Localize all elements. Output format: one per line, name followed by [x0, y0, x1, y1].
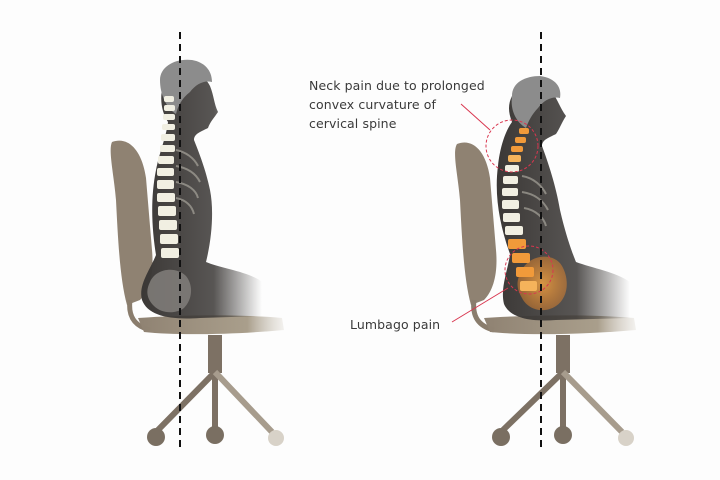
- left-chair-base: [147, 335, 284, 446]
- lumbago-leader: [451, 287, 509, 323]
- lumbago-pain-label: Lumbago pain: [350, 315, 440, 334]
- slouched-figure: [451, 32, 636, 452]
- neck-pain-line-3: cervical spine: [309, 116, 397, 131]
- neck-pain-label: Neck pain due to prolonged convex curvat…: [309, 76, 485, 133]
- neck-pain-leader: [460, 103, 491, 131]
- lumbago-pain-text: Lumbago pain: [350, 317, 441, 332]
- right-spine: [502, 128, 537, 291]
- left-chair-backrest: [110, 140, 153, 305]
- right-chair-seat: [484, 315, 636, 335]
- neck-pain-line-1: Neck pain due to prolonged: [309, 78, 485, 93]
- left-spine: [157, 96, 179, 258]
- right-chair-backrest: [455, 142, 497, 305]
- neck-pain-line-2: convex curvature of: [309, 97, 436, 112]
- left-chair-seat: [138, 315, 284, 335]
- right-chair-base: [492, 335, 634, 446]
- upright-figure: [110, 32, 284, 452]
- neck-pain-highlight: [485, 119, 539, 173]
- lumbago-highlight: [504, 245, 554, 295]
